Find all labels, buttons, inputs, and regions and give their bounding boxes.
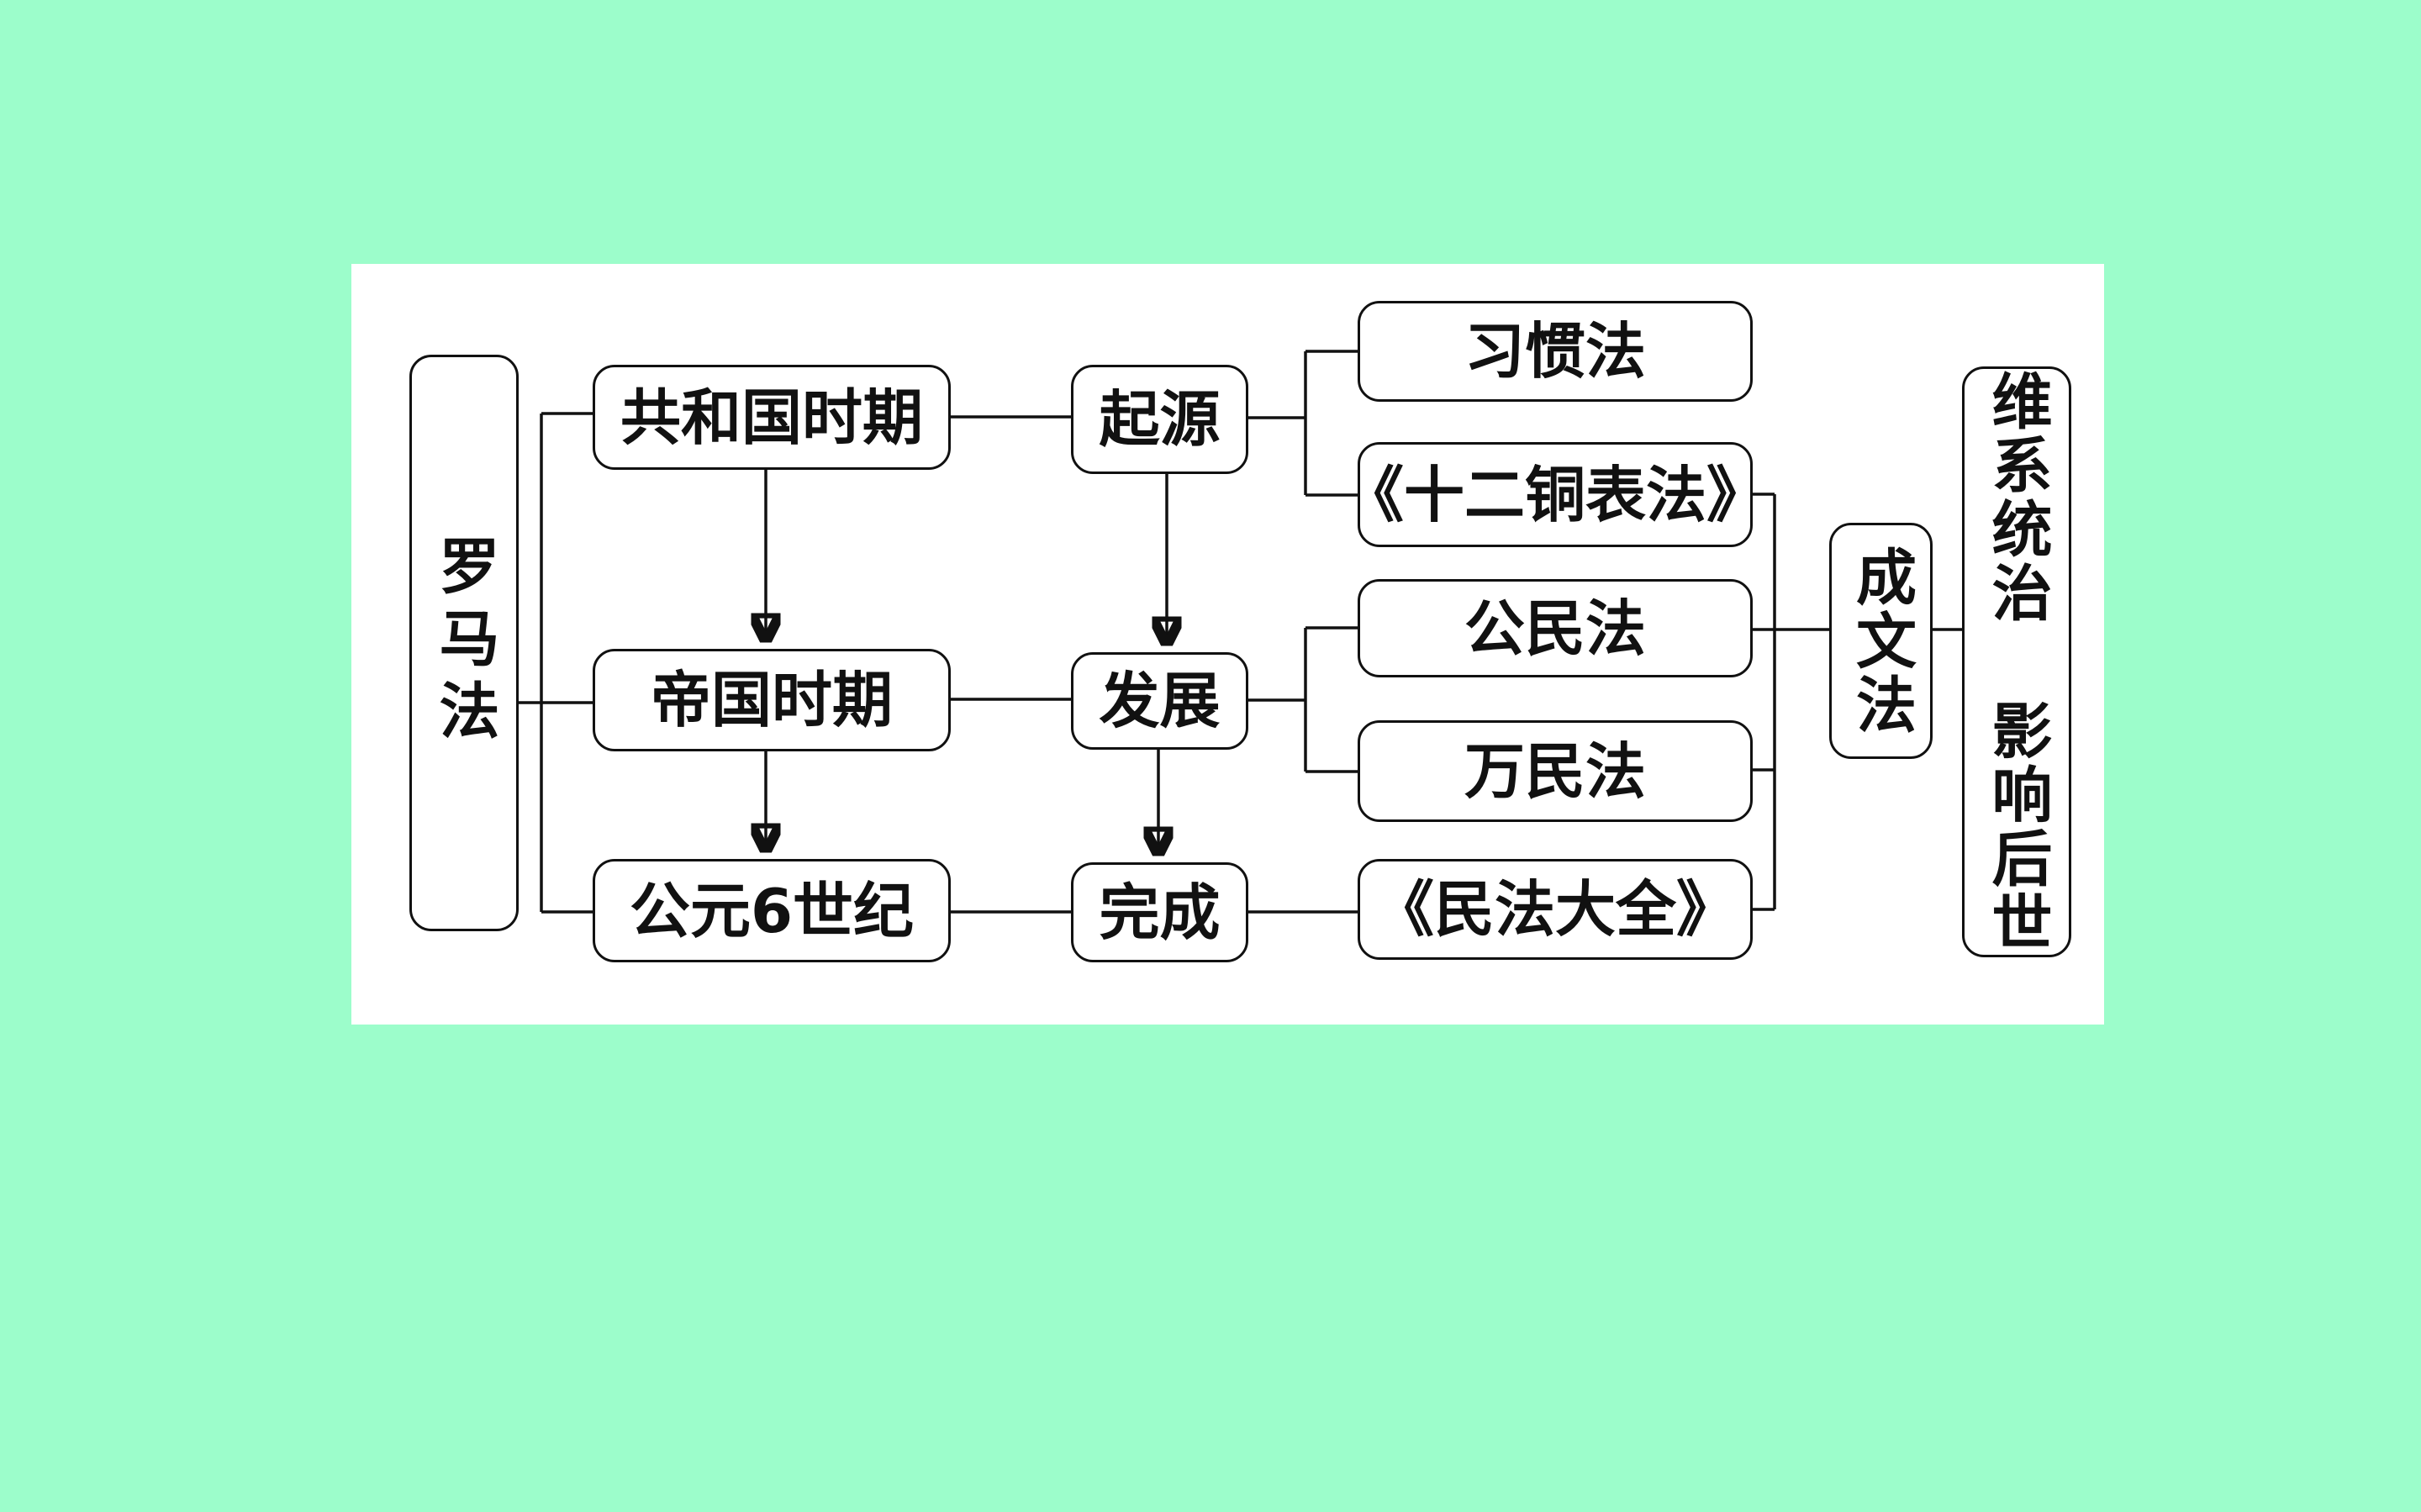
law-twelve-tables: 《十二铜表法》 — [1343, 442, 1767, 547]
law-nations: 万民法 — [1358, 720, 1753, 822]
period-republic: 共和国时期 — [593, 365, 951, 470]
period-empire: 帝国时期 — [593, 649, 951, 751]
stage-completion: 完成 — [1071, 862, 1248, 962]
law-customary: 习惯法 — [1358, 301, 1753, 402]
connector-lines — [519, 350, 1962, 914]
written-law: 成文法 — [1829, 523, 1933, 759]
law-corpus-juris: 《民法大全》 — [1358, 859, 1753, 960]
diagram-panel: 罗马法 共和国时期 帝国时期 公元6世纪 起源 发展 完成 习惯法 《十二铜表法… — [351, 264, 2104, 1025]
stage-origin: 起源 — [1071, 365, 1248, 474]
influence-box: 维系统治 影响后世 — [1962, 366, 2071, 957]
root-roman-law: 罗马法 — [409, 355, 519, 931]
stage-development: 发展 — [1071, 652, 1248, 750]
period-sixth-century: 公元6世纪 — [593, 859, 951, 962]
law-civil: 公民法 — [1358, 579, 1753, 677]
